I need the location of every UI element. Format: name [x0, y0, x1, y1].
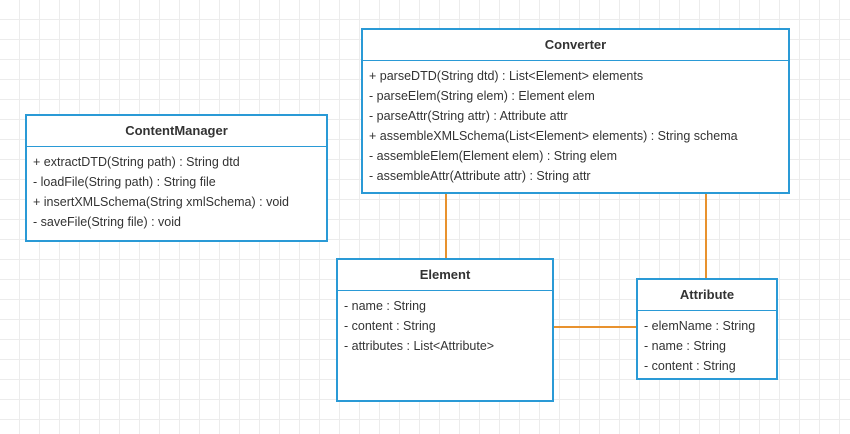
content-manager-members: + extractDTD(String path) : String dtd -…	[27, 147, 326, 232]
class-member: - parseElem(String elem) : Element elem	[369, 89, 595, 103]
class-member: - assembleAttr(Attribute attr) : String …	[369, 169, 591, 183]
element-members: - name : String - content : String - att…	[338, 291, 552, 356]
content-manager-class-name: ContentManager	[27, 116, 326, 147]
class-member: - saveFile(String file) : void	[33, 215, 181, 229]
class-member: - attributes : List<Attribute>	[344, 339, 495, 353]
attribute-class[interactable]: Attribute - elemName : String - name : S…	[636, 278, 778, 380]
class-member: - content : String	[344, 319, 436, 333]
attribute-class-name: Attribute	[638, 280, 776, 311]
class-member: - parseAttr(String attr) : Attribute att…	[369, 109, 568, 123]
attribute-members: - elemName : String - name : String - co…	[638, 311, 776, 376]
class-member: + parseDTD(String dtd) : List<Element> e…	[369, 69, 644, 83]
class-member: - name : String	[644, 339, 726, 353]
class-member: + insertXMLSchema(String xmlSchema) : vo…	[33, 195, 289, 209]
class-member: - assembleElem(Element elem) : String el…	[369, 149, 617, 163]
class-member: - elemName : String	[644, 319, 756, 333]
class-member: - name : String	[344, 299, 426, 313]
converter-class-name: Converter	[363, 30, 788, 61]
converter-class[interactable]: Converter + parseDTD(String dtd) : List<…	[361, 28, 790, 194]
content-manager-class[interactable]: ContentManager + extractDTD(String path)…	[25, 114, 328, 242]
class-member: + assembleXMLSchema(List<Element> elemen…	[369, 129, 738, 143]
converter-members: + parseDTD(String dtd) : List<Element> e…	[363, 61, 788, 186]
class-member: - loadFile(String path) : String file	[33, 175, 216, 189]
element-class-name: Element	[338, 260, 552, 291]
element-class[interactable]: Element - name : String - content : Stri…	[336, 258, 554, 402]
class-member: + extractDTD(String path) : String dtd	[33, 155, 240, 169]
class-member: - content : String	[644, 359, 736, 373]
